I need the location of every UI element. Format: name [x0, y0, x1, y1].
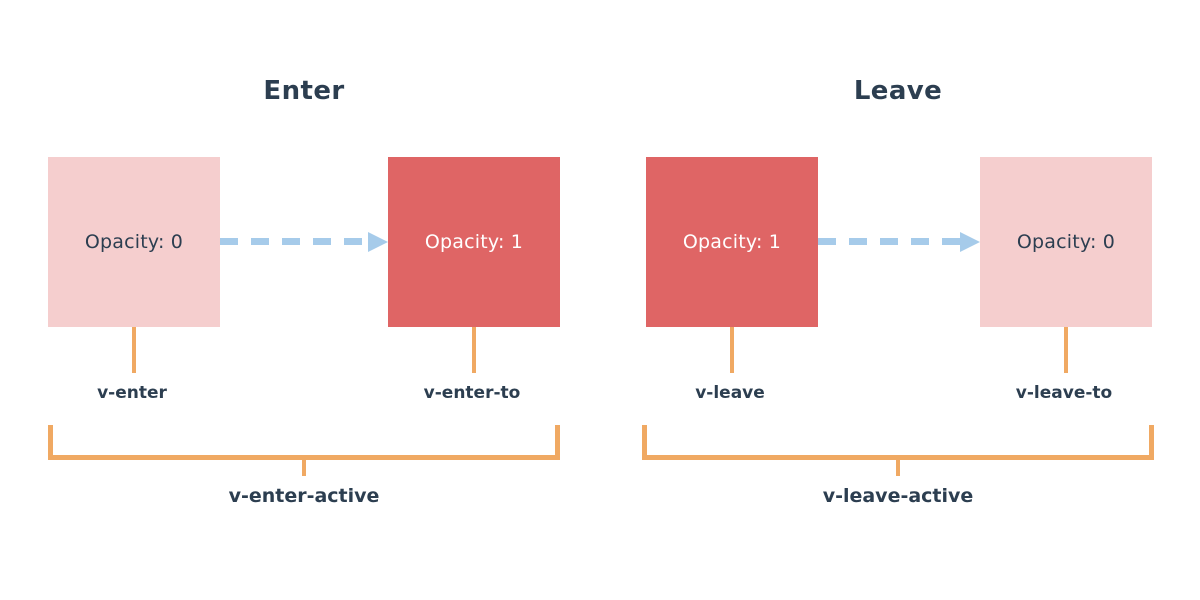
caption-v-enter-active: v-enter-active: [228, 485, 380, 507]
leave-to-tick: [1064, 327, 1068, 373]
group-title-leave: Leave: [853, 76, 943, 106]
caption-v-enter: v-enter: [97, 383, 167, 403]
bracket-bar: [642, 455, 1154, 460]
enter-arrow-head-icon: [368, 232, 388, 252]
enter-to-box: Opacity: 1: [388, 157, 560, 327]
leave-to-box-label: Opacity: 0: [1016, 231, 1116, 253]
bracket-left-leg: [642, 425, 647, 460]
leave-from-box-label: Opacity: 1: [682, 231, 782, 253]
enter-transition-arrow: [220, 227, 388, 257]
enter-arrow-dashed-line: [220, 238, 368, 245]
leave-arrow-dashed-line: [818, 238, 960, 245]
leave-arrow-head-icon: [960, 232, 980, 252]
leave-from-tick: [730, 327, 734, 373]
bracket-right-leg: [1149, 425, 1154, 460]
enter-from-box: Opacity: 0: [48, 157, 220, 327]
leave-transition-arrow: [818, 227, 980, 257]
enter-from-tick: [132, 327, 136, 373]
enter-to-tick: [472, 327, 476, 373]
bracket-stem: [302, 460, 306, 476]
enter-to-box-label: Opacity: 1: [424, 231, 524, 253]
enter-from-box-label: Opacity: 0: [84, 231, 184, 253]
caption-v-leave-active: v-leave-active: [822, 485, 974, 507]
bracket-left-leg: [48, 425, 53, 460]
caption-v-leave-to: v-leave-to: [1015, 383, 1113, 403]
leave-to-box: Opacity: 0: [980, 157, 1152, 327]
caption-v-enter-to: v-enter-to: [423, 383, 521, 403]
bracket-bar: [48, 455, 560, 460]
leave-from-box: Opacity: 1: [646, 157, 818, 327]
enter-active-bracket: [48, 425, 560, 476]
caption-v-leave: v-leave: [695, 383, 765, 403]
bracket-stem: [896, 460, 900, 476]
group-title-enter: Enter: [263, 76, 345, 106]
bracket-right-leg: [555, 425, 560, 460]
leave-active-bracket: [642, 425, 1154, 476]
